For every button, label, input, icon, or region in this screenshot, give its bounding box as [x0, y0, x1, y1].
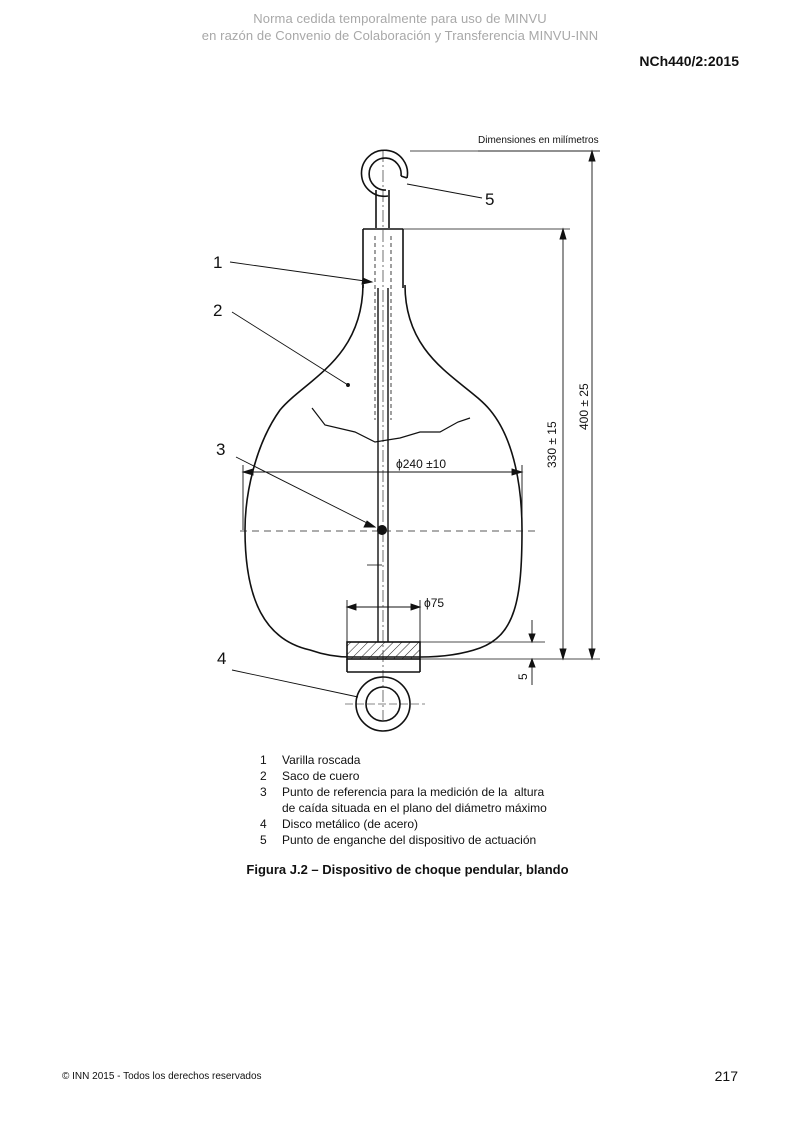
callout-3: 3	[216, 440, 225, 459]
callout-5: 5	[485, 190, 494, 209]
dim-total-height	[588, 149, 596, 661]
legend-number: 5	[260, 833, 267, 847]
legend-item: 2 Saco de cuero	[260, 768, 547, 784]
dim-max-diameter	[241, 465, 524, 530]
callout-1: 1	[213, 253, 222, 272]
legend-item: 3 Punto de referencia para la medición d…	[260, 784, 547, 800]
legend-item: 4 Disco metálico (de acero)	[260, 816, 547, 832]
dim-bag-height	[559, 227, 567, 661]
legend-text: Saco de cuero	[282, 769, 360, 783]
dim-disc-thickness	[528, 620, 536, 685]
watermark-line-1: Norma cedida temporalmente para uso de M…	[253, 11, 547, 26]
dim-disc-thickness-label: 5	[516, 673, 530, 680]
legend-item: 5 Punto de enganche del dispositivo de a…	[260, 832, 547, 848]
dim-total-height-label: 400 ± 25	[577, 383, 591, 430]
legend-text: de caída situada en el plano del diámetr…	[282, 801, 547, 815]
metal-disc	[346, 641, 421, 673]
leather-bag	[244, 284, 523, 658]
threaded-rod	[367, 150, 392, 720]
bag-fill-line	[311, 407, 471, 443]
legend-text: Punto de referencia para la medición de …	[282, 785, 545, 799]
legend-text: Punto de enganche del dispositivo de act…	[282, 833, 537, 847]
dim-disc-diameter-label: ϕ75	[424, 596, 444, 610]
legend-item: de caída situada en el plano del diámetr…	[260, 800, 547, 816]
dim-extension-lines	[403, 150, 600, 660]
callout-2: 2	[213, 301, 222, 320]
legend-item: 1 Varilla roscada	[260, 752, 547, 768]
legend-number: 2	[260, 769, 267, 783]
top-hook	[360, 149, 409, 228]
copyright-notice: © INN 2015 - Todos los derechos reservad…	[62, 1071, 262, 1082]
dim-max-diameter-label: ϕ240 ±10	[396, 457, 446, 471]
callout-4: 4	[217, 649, 226, 668]
legend-text: Varilla roscada	[282, 753, 361, 767]
figure-legend: 1 Varilla roscada 2 Saco de cuero 3 Punt…	[260, 752, 547, 848]
callout-leaders	[229, 183, 483, 698]
dim-disc-diameter	[345, 600, 422, 642]
units-note: Dimensiones en milímetros	[478, 135, 599, 146]
watermark-line-2: en razón de Convenio de Colaboración y T…	[201, 28, 599, 43]
legend-text: Disco metálico (de acero)	[282, 817, 419, 831]
watermark: Norma cedida temporalmente para uso de M…	[0, 10, 800, 44]
legend-number: 3	[260, 785, 267, 799]
page-number: 217	[714, 1068, 738, 1084]
bottom-ring	[345, 676, 425, 732]
reference-point	[377, 525, 387, 535]
legend-number: 4	[260, 817, 267, 831]
dim-bag-height-label: 330 ± 15	[545, 421, 559, 468]
figure-caption: Figura J.2 – Dispositivo de choque pendu…	[246, 862, 569, 877]
document-number: NCh440/2:2015	[639, 53, 739, 69]
legend-number: 1	[260, 753, 267, 767]
legend-number	[260, 800, 282, 816]
